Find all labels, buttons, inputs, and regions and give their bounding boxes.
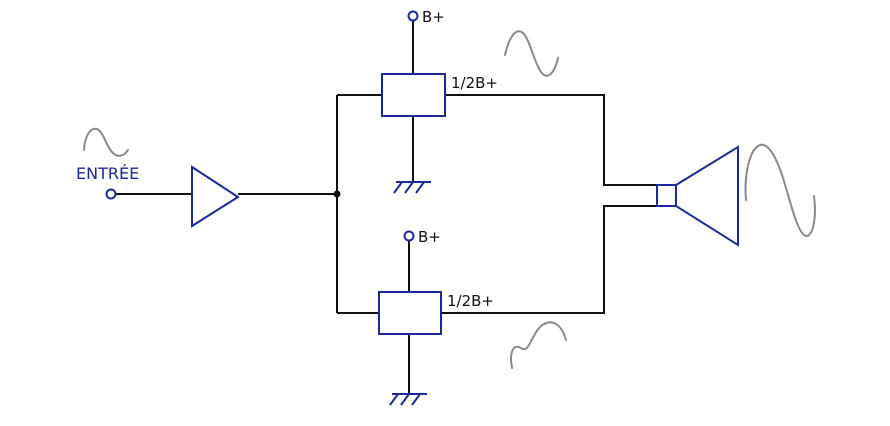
bottom-half-supply-label: 1/2B+ <box>447 292 494 310</box>
top-half-supply-label: 1/2B+ <box>451 74 498 92</box>
bottom-ground-icon <box>389 393 427 406</box>
speaker-sine-wave-icon <box>744 143 816 238</box>
top-amplifier-block <box>381 73 446 117</box>
wires <box>115 20 657 394</box>
buffer-amplifier-icon <box>191 165 240 228</box>
bottom-output-wire <box>441 205 657 314</box>
top-output-wire <box>445 94 657 186</box>
bottom-supply-terminal-icon <box>403 230 415 242</box>
top-supply-label: B+ <box>422 8 445 26</box>
top-ground-icon <box>393 181 431 194</box>
bottom-amplifier-block <box>378 291 442 335</box>
bottom-supply-label: B+ <box>418 228 441 246</box>
speaker-icon <box>656 145 739 247</box>
top-output-sine-wave-icon <box>504 30 559 77</box>
input-terminal-icon <box>105 188 117 200</box>
input-sine-wave-icon <box>83 127 129 157</box>
top-supply-terminal-icon <box>407 10 419 22</box>
input-label: ENTRÉE <box>76 164 139 183</box>
bottom-output-sine-wave-icon <box>510 321 567 369</box>
junction-dot <box>333 190 341 198</box>
